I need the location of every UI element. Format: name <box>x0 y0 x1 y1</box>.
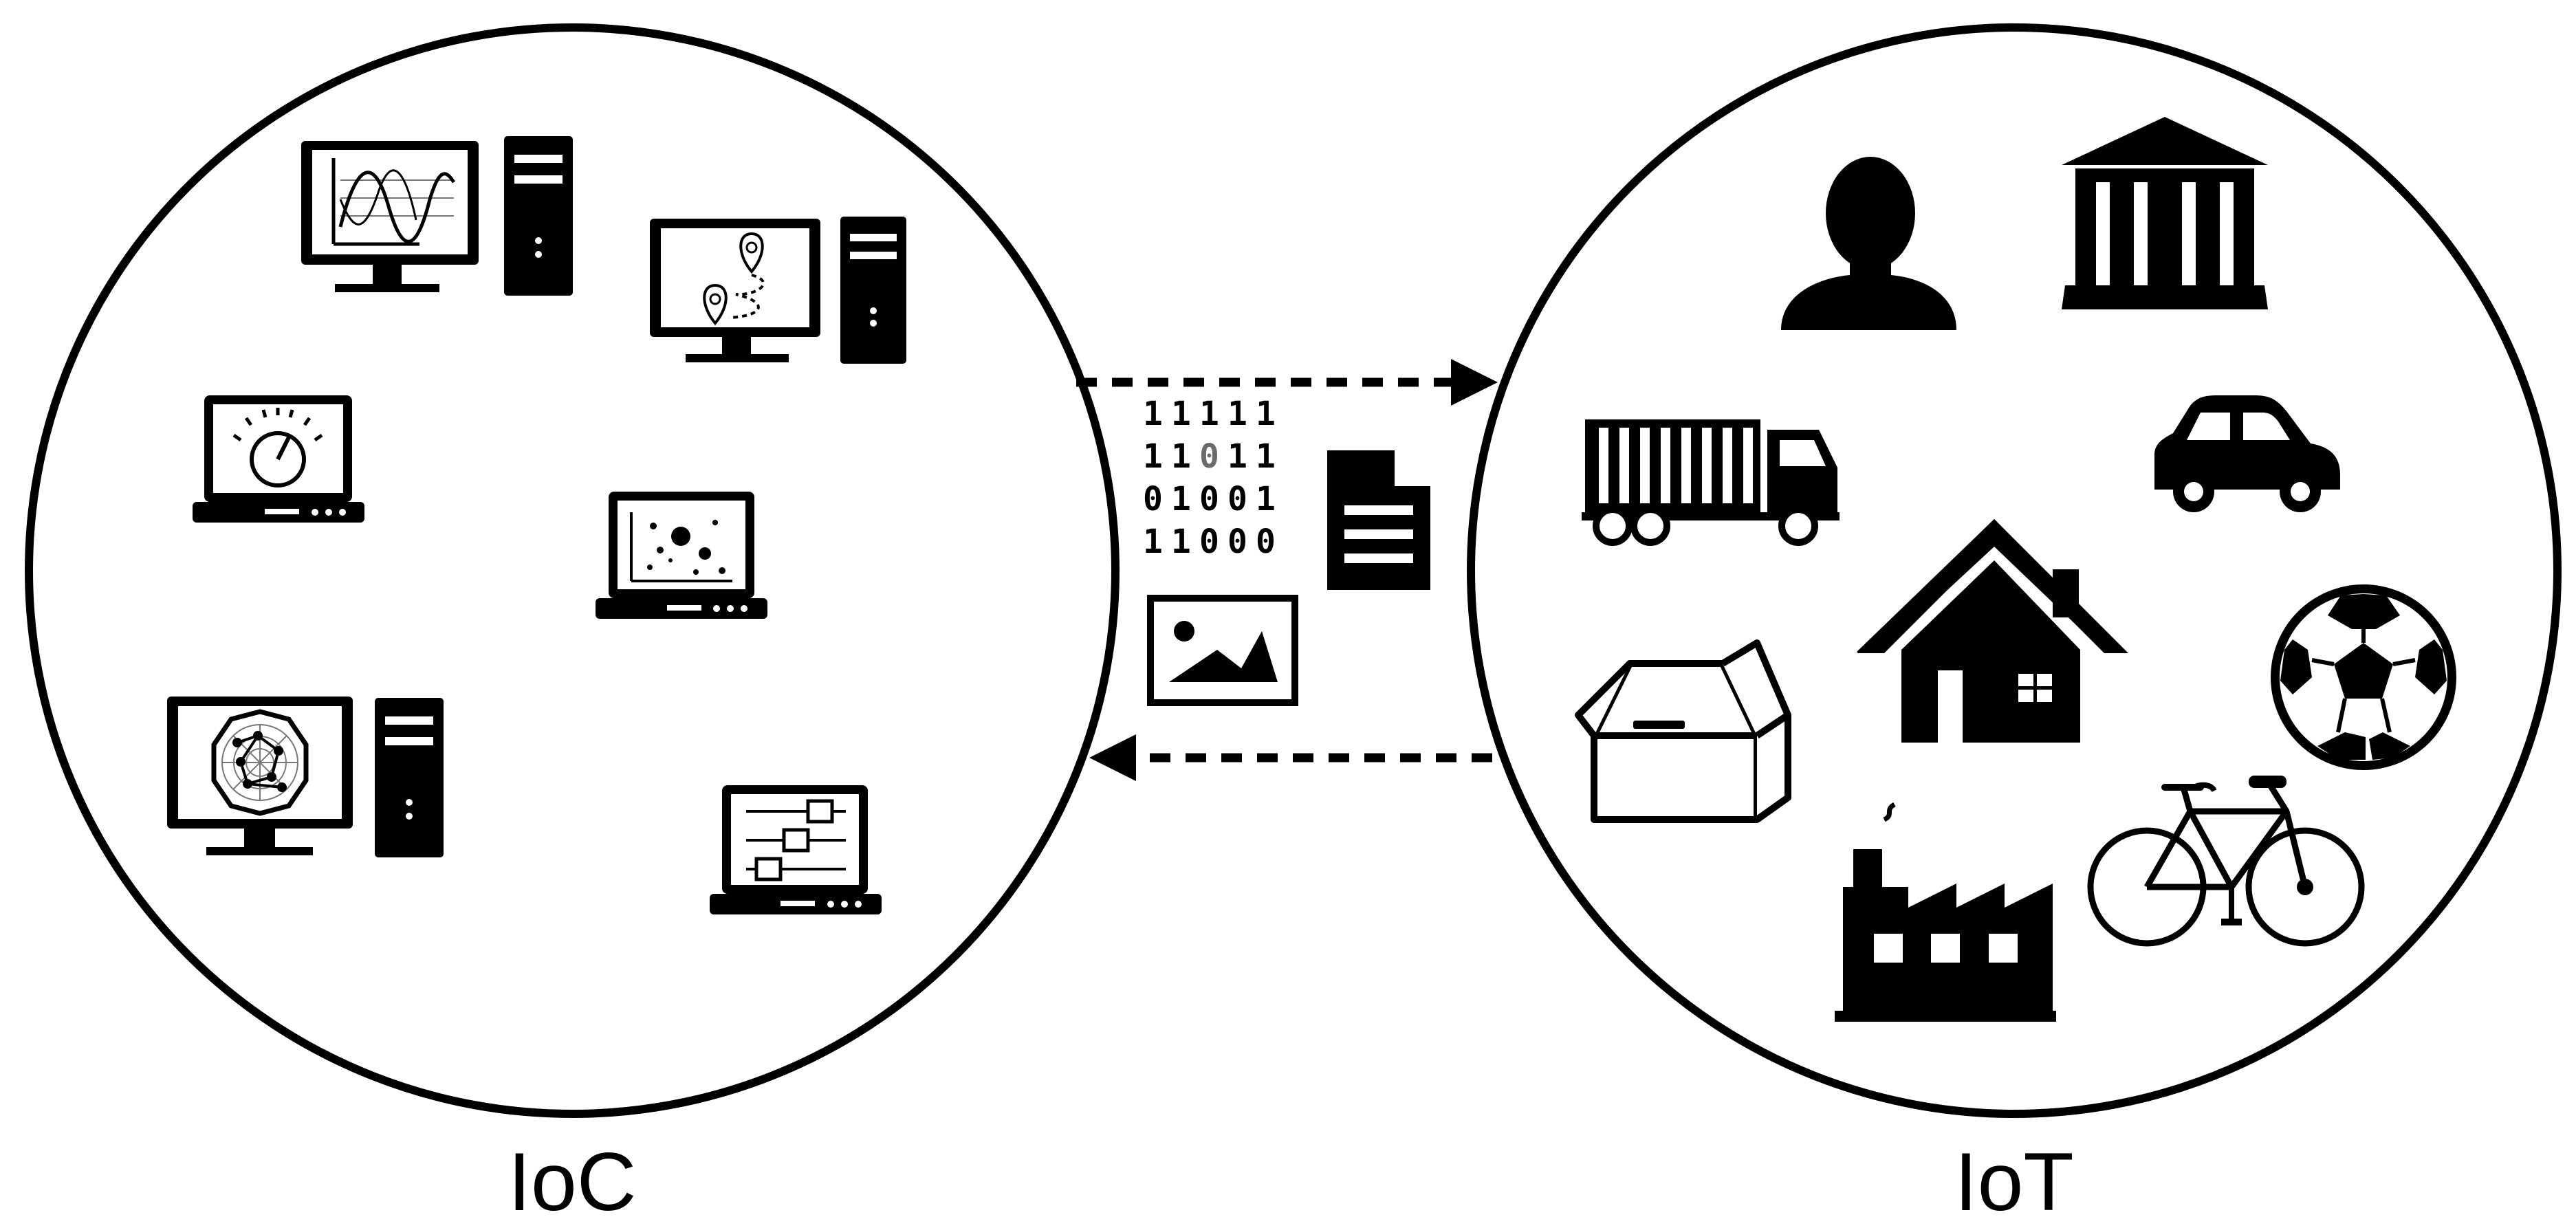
laptop-sliders-icon <box>710 785 882 914</box>
package-box-icon <box>1575 639 1791 823</box>
tower-pc-icon <box>504 136 573 296</box>
tower-pc-icon <box>840 217 906 364</box>
institution-icon <box>2062 117 2268 309</box>
laptop-scatter-plot-icon <box>596 492 767 619</box>
truck-icon <box>1582 419 1840 546</box>
bicycle-icon <box>2087 776 2365 947</box>
arrow-iot-to-ioc <box>1089 734 1492 781</box>
car-icon <box>2154 395 2340 512</box>
laptop-gauge-icon <box>193 395 364 523</box>
person-icon <box>1781 157 1956 330</box>
tower-pc-icon <box>375 698 444 857</box>
iot-label: IoT <box>1954 1136 2073 1228</box>
arrow-ioc-to-iot <box>1076 359 1498 406</box>
monitor-wave-chart-icon <box>301 141 479 292</box>
image-icon <box>1147 595 1298 706</box>
monitor-map-route-icon <box>650 219 820 362</box>
ioc-label: IoC <box>508 1136 637 1228</box>
document-icon <box>1327 447 1434 590</box>
soccer-ball-icon <box>2271 584 2456 770</box>
iot-circle <box>1467 23 2562 1118</box>
ioc-circle <box>25 23 1120 1118</box>
monitor-network-graph-icon <box>167 697 353 855</box>
house-icon <box>1857 519 2128 743</box>
factory-icon <box>1835 802 2056 1022</box>
